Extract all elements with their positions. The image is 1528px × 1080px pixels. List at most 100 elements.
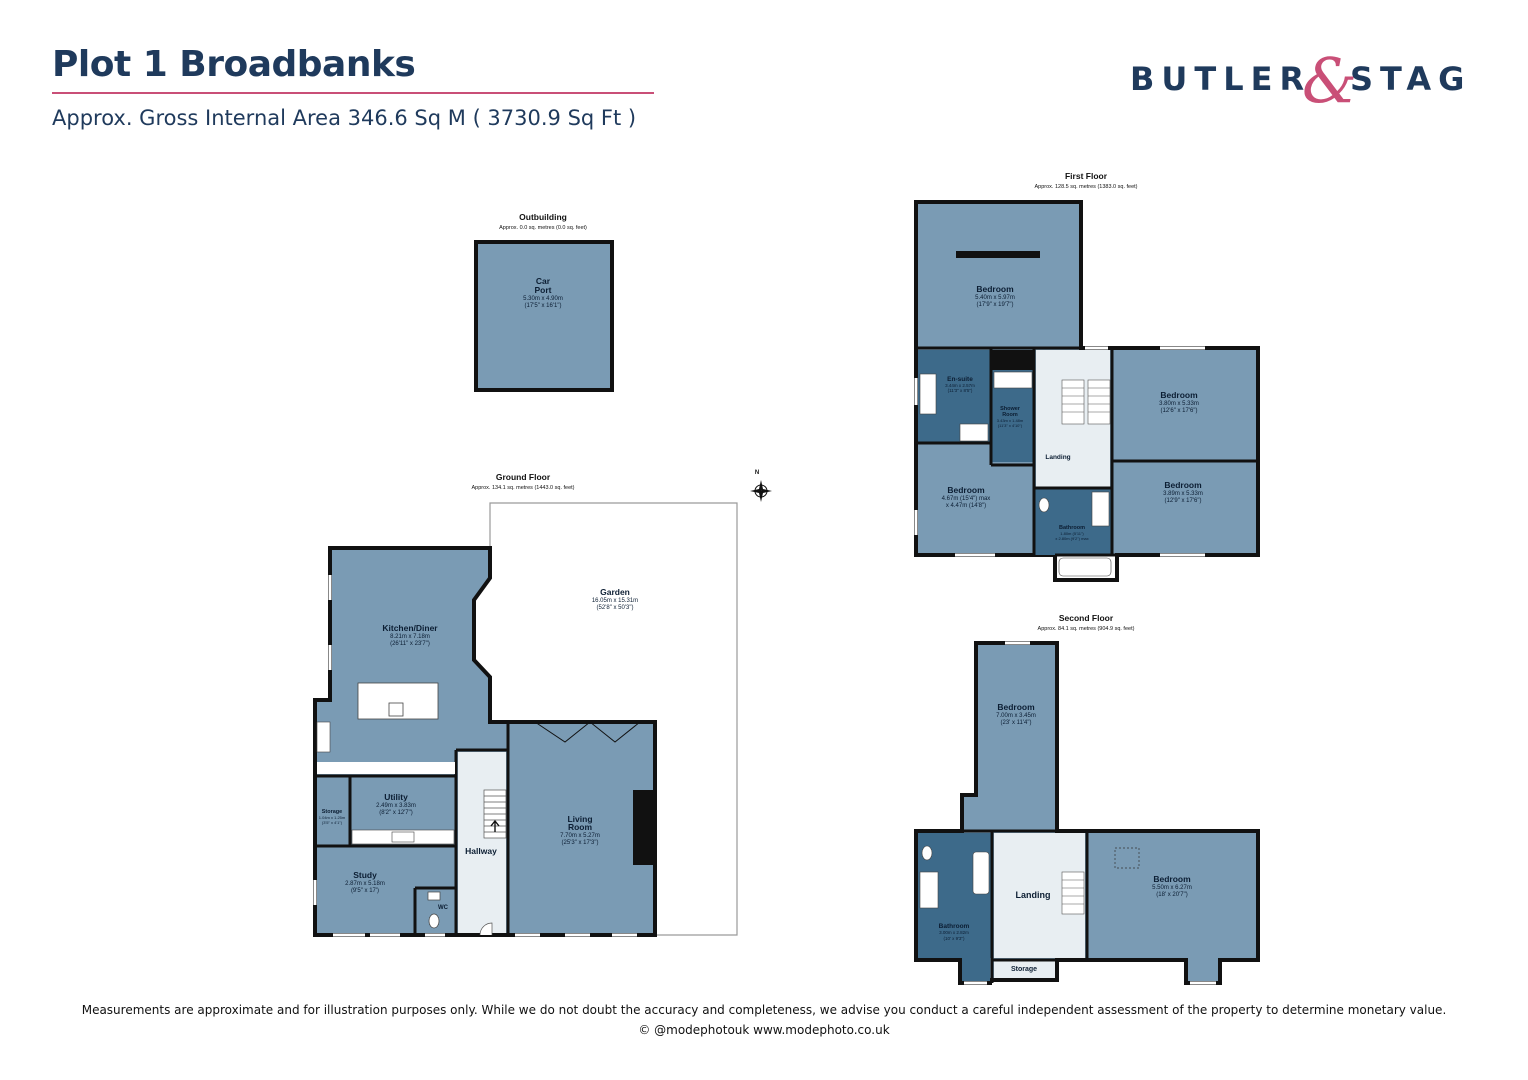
utility-dim-ft: (8'2" x 12'7") — [379, 810, 413, 816]
bed-sw-dim-m: 4.67m (15'4") max — [942, 496, 991, 502]
storage-name: Storage — [322, 809, 342, 815]
first-floor-plan: First Floor Approx. 128.5 sq. metres (13… — [914, 171, 1260, 582]
living-name-2: Room — [568, 822, 593, 832]
outbuilding-area: Approx. 0.0 sq. metres (0.0 sq. feet) — [499, 225, 587, 231]
storage-dim-m: 1.04m x 1.25m — [319, 815, 346, 820]
wc-basin-icon — [427, 891, 441, 901]
kitchen-dim-ft: (26'11" x 23'7") — [390, 641, 430, 647]
storage-second-room — [994, 960, 1055, 978]
bed-ne-dim-m: 3.80m x 5.33m — [1159, 401, 1199, 407]
garden-name: Garden — [600, 587, 630, 597]
storage-dim-ft: (3'5" x 4'1") — [322, 820, 343, 825]
compass-north-label: N — [755, 470, 759, 476]
compass-icon: N — [750, 470, 772, 502]
car-port-name-2: Port — [535, 285, 552, 295]
front-door — [479, 922, 493, 936]
disclaimer-text: Measurements are approximate and for ill… — [81, 1003, 1447, 1017]
bathroom-shower-icon — [1091, 491, 1110, 527]
kitchen-passage — [317, 762, 455, 774]
second-floor-title: Second Floor — [1059, 613, 1114, 623]
shower-room-name-1: Shower — [1000, 406, 1021, 412]
logo-word-stag: STAG — [1350, 60, 1472, 98]
bathroom-second-toilet-icon — [921, 845, 933, 861]
bed-e-dim-ft: (18' x 20'7") — [1156, 892, 1187, 898]
ensuite-dim-m: 3.44m x 2.57m — [945, 383, 975, 388]
ensuite-bath-icon — [919, 373, 937, 415]
car-port-name-1: Car — [536, 276, 551, 286]
bathroom-first-dim-m: 1.80m (5'11") — [1060, 531, 1084, 536]
first-floor-area: Approx. 128.5 sq. metres (1383.0 sq. fee… — [1034, 184, 1137, 190]
bed-se-dim-ft: (12'9" x 17'6") — [1165, 498, 1202, 504]
toilet-icon — [428, 913, 440, 929]
storage-second-name: Storage — [1011, 966, 1037, 973]
fireplace-chimney — [633, 790, 653, 865]
stairs-arrow-icon — [490, 819, 500, 832]
bathroom-second-shower-icon — [919, 871, 939, 909]
bed-main-dim-m: 5.40m x 5.97m — [975, 295, 1015, 301]
living-dim-m: 7.70m x 5.27m — [560, 833, 600, 839]
hallway-name: Hallway — [465, 846, 497, 856]
bed-e-name: Bedroom — [1153, 874, 1191, 884]
bed-main-name: Bedroom — [976, 284, 1014, 294]
study-dim-m: 2.87m x 5.18m — [345, 881, 385, 887]
second-windows — [964, 641, 1216, 985]
first-windows — [914, 346, 1205, 557]
bathroom-second-bath-icon — [972, 851, 990, 895]
kitchen-dim-m: 8.21m x 7.18m — [390, 634, 430, 640]
title-divider — [52, 92, 654, 94]
bed-ne-name: Bedroom — [1160, 390, 1198, 400]
landing-first-name: Landing — [1045, 454, 1070, 461]
car-port-dim-m: 5.30m x 4.90m — [523, 296, 563, 302]
wc-name: WC — [438, 905, 449, 911]
ground-floor-title: Ground Floor — [496, 472, 551, 482]
logo-word-butler: BUTLER — [1130, 60, 1312, 98]
hallway-room — [458, 752, 506, 933]
ground-windows — [313, 575, 637, 937]
logo-ampersand: & — [1302, 44, 1358, 117]
living-bifold-doors — [534, 721, 641, 743]
kitchen-name: Kitchen/Diner — [382, 623, 438, 633]
wardrobe-rail — [956, 251, 1040, 258]
bed-sw-name: Bedroom — [947, 485, 985, 495]
second-stairs — [1061, 871, 1085, 915]
bed-n-name: Bedroom — [997, 702, 1035, 712]
second-floor-area: Approx. 84.1 sq. metres (904.9 sq. feet) — [1038, 626, 1135, 632]
bed-n-dim-ft: (23' x 11'4") — [1001, 720, 1032, 726]
first-floor-title: First Floor — [1065, 171, 1108, 181]
bed-ne-dim-ft: (12'6" x 17'6") — [1161, 408, 1198, 414]
utility-name: Utility — [384, 792, 408, 802]
butler-stag-logo: BUTLER & STAG — [1128, 44, 1478, 117]
bed-n-dim-m: 7.00m x 3.45m — [996, 713, 1036, 719]
study-name: Study — [353, 870, 377, 880]
utility-sink-icon — [391, 831, 415, 843]
shower-room-dim-ft: (11'3" x 4'10") — [998, 423, 1023, 428]
stair-void — [992, 350, 1034, 370]
shower-tray-icon — [993, 371, 1033, 389]
shower-room-dim-m: 3.43m x 1.48m — [997, 418, 1024, 423]
living-name-1: Living — [567, 814, 592, 824]
bathroom-second-name: Bathroom — [939, 923, 970, 930]
ensuite-shower-icon — [959, 423, 989, 442]
car-port-room — [474, 240, 614, 392]
study-dim-ft: (9'5" x 17') — [351, 888, 379, 894]
bathroom-bath-icon — [1058, 557, 1112, 577]
garden-dim-ft: (52'8" x 50'3") — [597, 605, 634, 611]
landing-second-name: Landing — [1016, 890, 1051, 900]
bathroom-first-name: Bathroom — [1059, 525, 1085, 531]
garden-dim-m: 16.05m x 15.31m — [592, 598, 638, 604]
bed-se-name: Bedroom — [1164, 480, 1202, 490]
hob-icon — [388, 702, 404, 717]
bed-main-dim-ft: (17'9" x 19'7") — [977, 302, 1014, 308]
ground-floor-plan: Ground Floor Approx. 134.1 sq. metres (1… — [313, 472, 738, 937]
living-dim-ft: (25'3" x 17'3") — [562, 840, 599, 846]
kitchen-sink-icon — [316, 721, 331, 753]
bed-sw-dim-ft: x 4.47m (14'8") — [946, 503, 986, 509]
bathroom-toilet-icon — [1038, 497, 1050, 513]
outbuilding-plan: Outbuilding Approx. 0.0 sq. metres (0.0 … — [474, 212, 614, 392]
shower-room-name-2: Room — [1002, 412, 1018, 418]
bathroom-second-bay — [962, 958, 990, 981]
credit-text: © @modephotouk www.modephoto.co.uk — [638, 1023, 890, 1037]
bed-se-dim-m: 3.89m x 5.33m — [1163, 491, 1203, 497]
car-port-dim-ft: (17'5" x 16'1") — [525, 303, 562, 309]
